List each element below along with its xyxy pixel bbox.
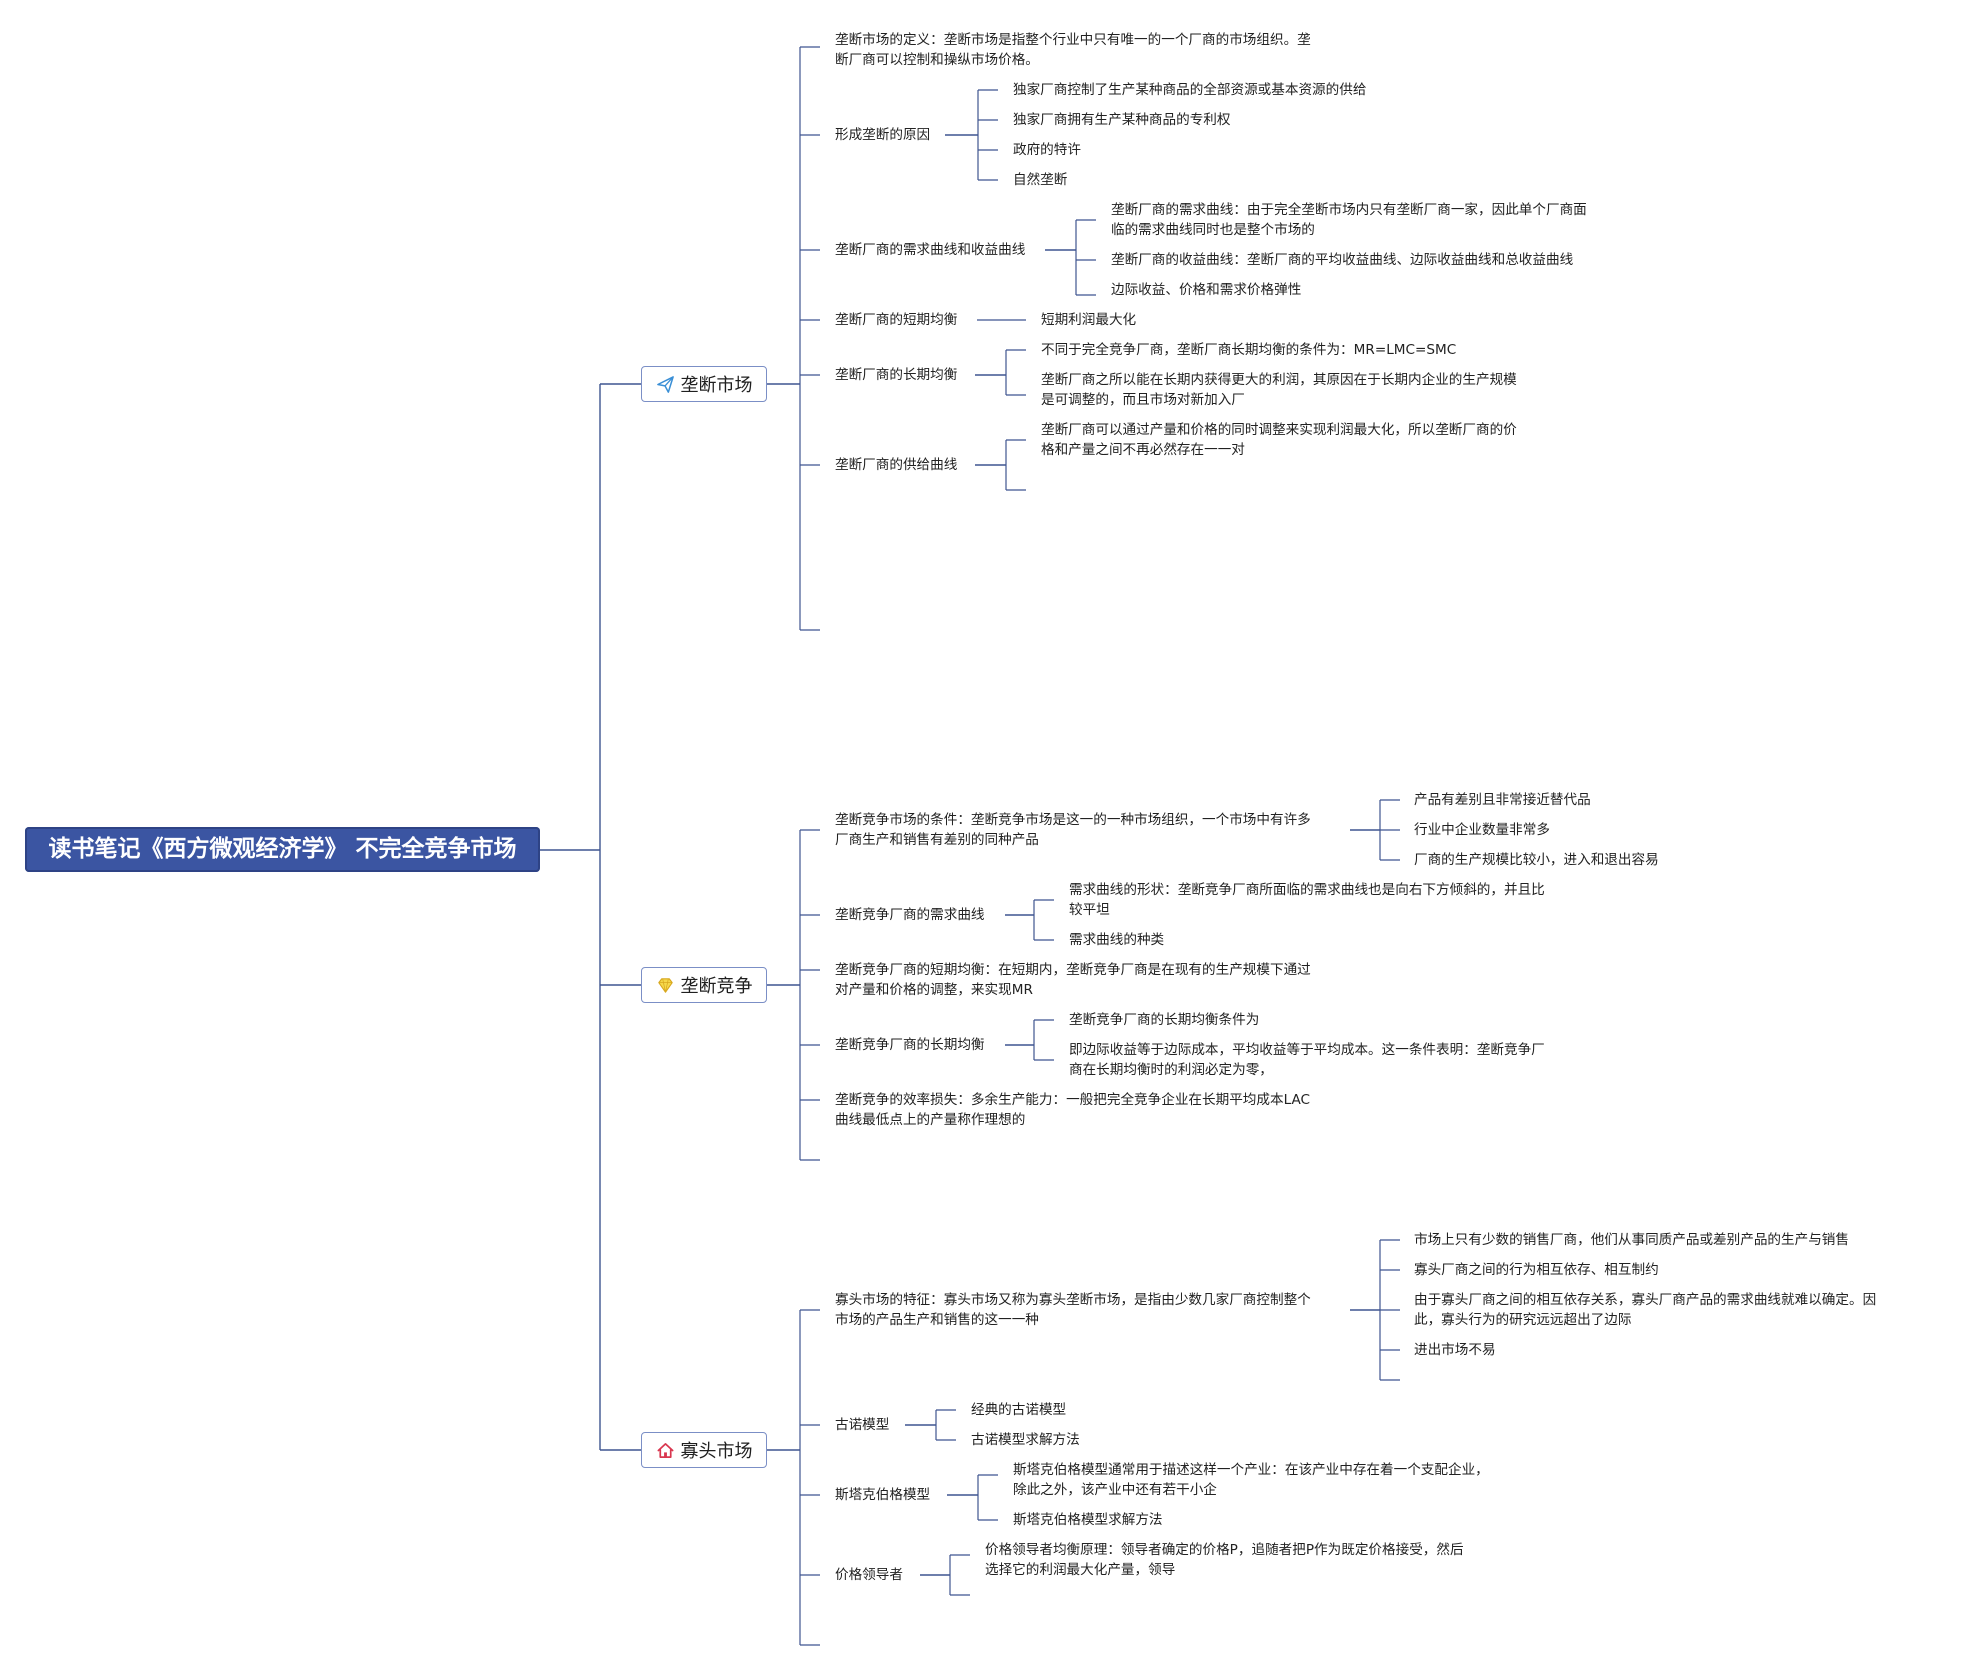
branch-monopoly[interactable]: 垄断市场 <box>641 366 767 402</box>
subtopic[interactable]: 行业中企业数量非常多 <box>1414 822 1550 838</box>
subtopic[interactable]: 短期利润最大化 <box>1041 312 1137 328</box>
branch-label: 寡头市场 <box>680 1441 753 1462</box>
branch-oligopoly[interactable]: 寡头市场 <box>641 1432 767 1468</box>
subtopic[interactable]: 需求曲线的种类 <box>1069 932 1165 948</box>
subtopic[interactable]: 厂商的生产规模比较小，进入和退出容易 <box>1414 852 1659 868</box>
subtopic[interactable]: 由于寡头厂商之间的相互依存关系，寡头厂商产品的需求曲线就难以确定。因 此，寡头行… <box>1414 1292 1877 1328</box>
subtopic[interactable]: 边际收益、价格和需求价格弹性 <box>1111 282 1302 298</box>
subtopic[interactable]: 价格领导者均衡原理：领导者确定的价格P，追随者把P作为既定价格接受，然后 选择它… <box>985 1542 1464 1578</box>
subtopic[interactable]: 自然垄断 <box>1013 172 1068 188</box>
topic-causes[interactable]: 形成垄断的原因 <box>835 127 931 143</box>
topic-mc-demand[interactable]: 垄断竞争厂商的需求曲线 <box>835 907 985 923</box>
subtopic[interactable]: 政府的特许 <box>1013 142 1081 158</box>
topic-short-run[interactable]: 垄断厂商的短期均衡 <box>835 312 958 328</box>
topic-price-leader[interactable]: 价格领导者 <box>835 1567 903 1583</box>
subtopic[interactable]: 产品有差别且非常接近替代品 <box>1414 792 1591 808</box>
subtopic[interactable]: 古诺模型求解方法 <box>971 1432 1080 1448</box>
subtopic[interactable]: 垄断竞争厂商的长期均衡条件为 <box>1069 1012 1260 1028</box>
topic-mc-long-run[interactable]: 垄断竞争厂商的长期均衡 <box>835 1037 985 1053</box>
subtopic[interactable]: 垄断厂商可以通过产量和价格的同时调整来实现利润最大化，所以垄断厂商的价 格和产量… <box>1041 422 1517 458</box>
root-topic[interactable]: 读书笔记《西方微观经济学》 不完全竞争市场 <box>25 827 540 872</box>
subtopic[interactable]: 独家厂商控制了生产某种商品的全部资源或基本资源的供给 <box>1013 82 1367 98</box>
subtopic[interactable]: 独家厂商拥有生产某种商品的专利权 <box>1013 112 1231 128</box>
subtopic[interactable]: 不同于完全竞争厂商，垄断厂商长期均衡的条件为：MR=LMC=SMC <box>1041 342 1457 358</box>
subtopic[interactable]: 即边际收益等于边际成本，平均收益等于平均成本。这一条件表明：垄断竞争厂 商在长期… <box>1069 1042 1545 1078</box>
topic-stackelberg[interactable]: 斯塔克伯格模型 <box>835 1487 931 1503</box>
subtopic[interactable]: 斯塔克伯格模型通常用于描述这样一个产业：在该产业中存在着一个支配企业， 除此之外… <box>1013 1462 1489 1498</box>
topic-oligopoly-features[interactable]: 寡头市场的特征：寡头市场又称为寡头垄断市场，是指由少数几家厂商控制整个 市场的产… <box>835 1292 1311 1328</box>
subtopic[interactable]: 垄断厂商之所以能在长期内获得更大的利润，其原因在于长期内企业的生产规模 是可调整… <box>1041 372 1517 408</box>
topic-long-run[interactable]: 垄断厂商的长期均衡 <box>835 367 958 383</box>
subtopic[interactable]: 斯塔克伯格模型求解方法 <box>1013 1512 1163 1528</box>
topic-supply[interactable]: 垄断厂商的供给曲线 <box>835 457 958 473</box>
topic-cournot[interactable]: 古诺模型 <box>835 1417 890 1433</box>
subtopic[interactable]: 垄断厂商的收益曲线：垄断厂商的平均收益曲线、边际收益曲线和总收益曲线 <box>1111 252 1574 268</box>
subtopic[interactable]: 进出市场不易 <box>1414 1342 1496 1358</box>
subtopic[interactable]: 市场上只有少数的销售厂商，他们从事同质产品或差别产品的生产与销售 <box>1414 1232 1849 1248</box>
topic-definition[interactable]: 垄断市场的定义：垄断市场是指整个行业中只有唯一的一个厂商的市场组织。垄 断厂商可… <box>835 32 1311 68</box>
topic-mc-short-run[interactable]: 垄断竞争厂商的短期均衡：在短期内，垄断竞争厂商是在现有的生产规模下通过 对产量和… <box>835 962 1311 998</box>
subtopic[interactable]: 寡头厂商之间的行为相互依存、相互制约 <box>1414 1262 1659 1278</box>
diamond-icon <box>657 977 673 993</box>
topic-conditions[interactable]: 垄断竞争市场的条件：垄断竞争市场是这一的一种市场组织，一个市场中有许多 厂商生产… <box>835 812 1311 848</box>
branch-label: 垄断竞争 <box>680 976 753 997</box>
paper-plane-icon <box>656 375 674 393</box>
subtopic[interactable]: 经典的古诺模型 <box>971 1402 1067 1418</box>
house-icon <box>657 1442 673 1458</box>
topic-demand-revenue[interactable]: 垄断厂商的需求曲线和收益曲线 <box>835 242 1026 258</box>
subtopic[interactable]: 垄断厂商的需求曲线：由于完全垄断市场内只有垄断厂商一家，因此单个厂商面 临的需求… <box>1111 202 1587 238</box>
branch-monopolistic-competition[interactable]: 垄断竞争 <box>641 967 767 1003</box>
topic-efficiency-loss[interactable]: 垄断竞争的效率损失：多余生产能力：一般把完全竞争企业在长期平均成本LAC 曲线最… <box>835 1092 1311 1128</box>
subtopic[interactable]: 需求曲线的形状：垄断竞争厂商所面临的需求曲线也是向右下方倾斜的，并且比 较平坦 <box>1069 882 1545 918</box>
branch-label: 垄断市场 <box>680 375 753 396</box>
